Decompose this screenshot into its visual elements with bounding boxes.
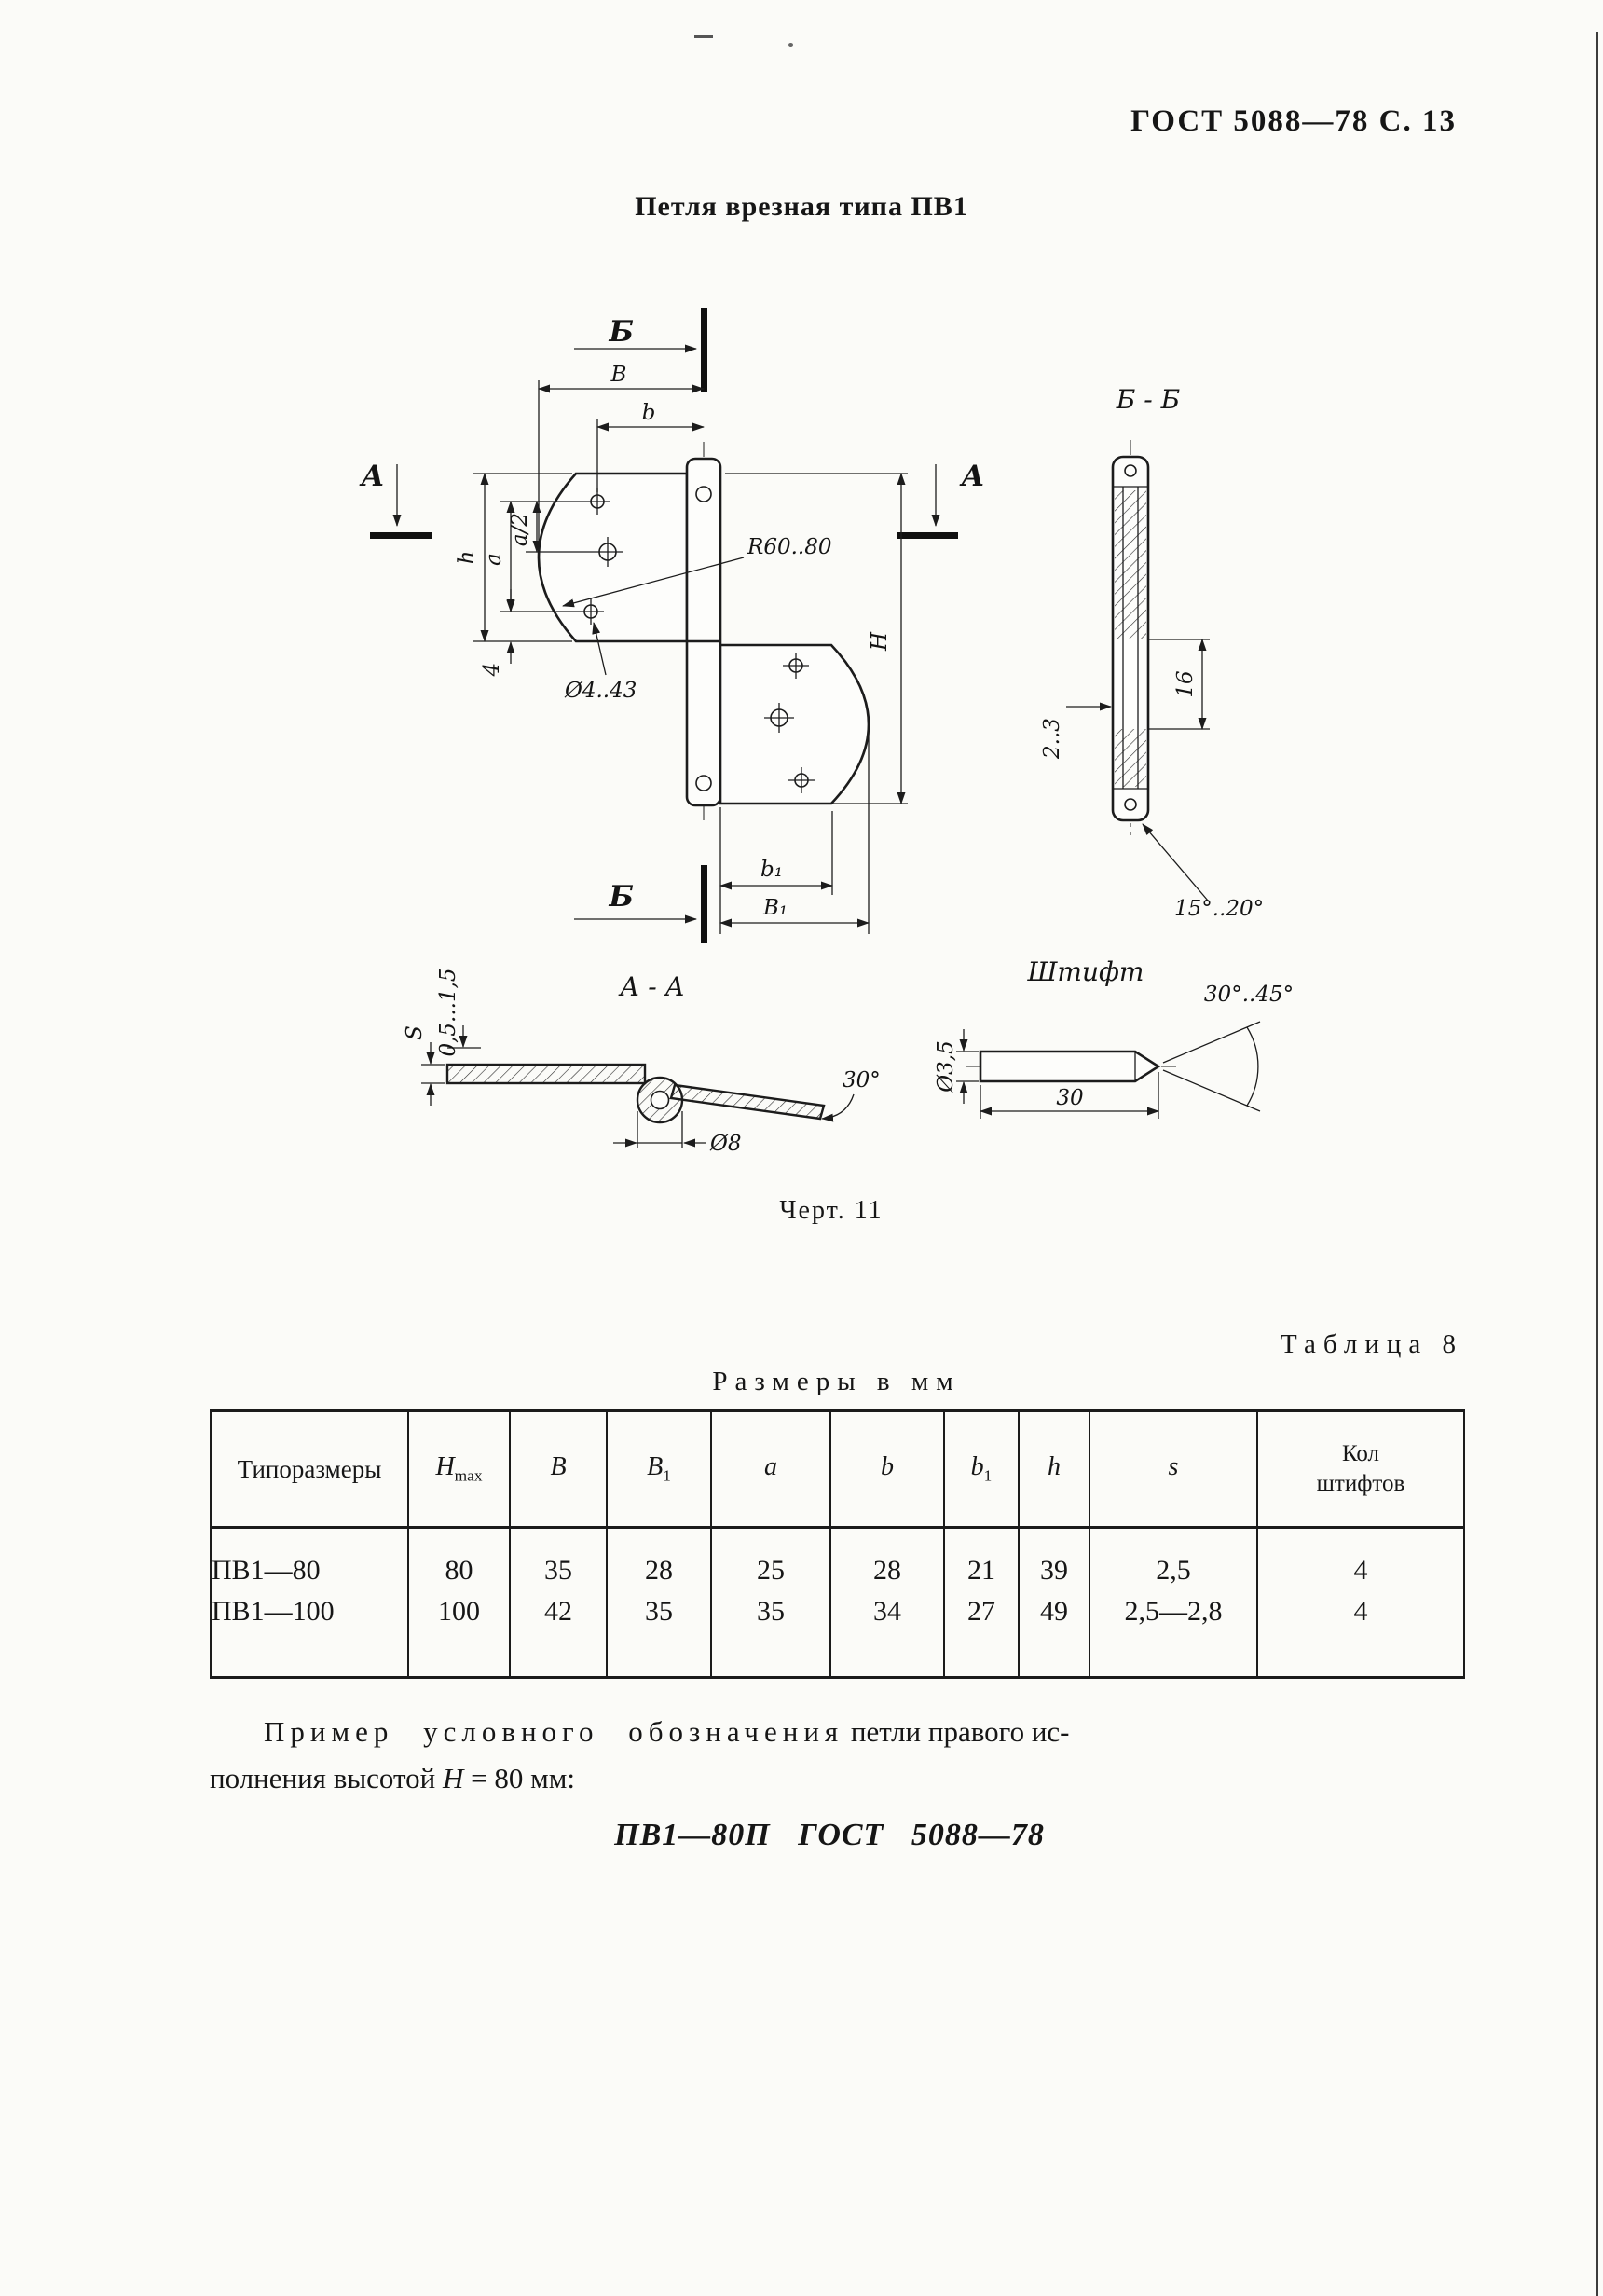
example-line2-post: = 80 мм: <box>463 1762 575 1794</box>
main-view: Б А А В <box>359 308 985 943</box>
table-row: ПВ1—100 100 42 35 35 34 27 49 2,5—2,8 4 <box>211 1594 1464 1678</box>
section-letter-b-top: Б <box>609 315 635 349</box>
table-cell: 2,5—2,8 <box>1089 1594 1257 1678</box>
table-label: Таблица 8 <box>1280 1329 1463 1359</box>
col-header-hmax: Нmax <box>407 1410 510 1529</box>
dim-B-label: В <box>610 363 627 387</box>
dim-a-half-label: а/2 <box>508 513 532 546</box>
table-cell: 2,5 <box>1089 1527 1257 1594</box>
col-header-B1: В1 <box>606 1410 711 1529</box>
example-paragraph: Пример условного обозначения петли право… <box>210 1709 1449 1802</box>
section-mark-b-bottom <box>701 865 707 943</box>
dim-pin-angle-label: 30°..45° <box>1204 983 1294 1007</box>
section-mark-a-right <box>897 532 958 539</box>
col-header-pins: Кол штифтов <box>1256 1410 1464 1529</box>
table-cell: 28 <box>606 1527 711 1594</box>
table-cell: ПВ1—100 <box>212 1596 335 1627</box>
table-cell: 39 <box>1018 1527 1089 1594</box>
pin-body <box>979 1050 1161 1083</box>
section-mark-a-left <box>370 532 432 539</box>
dim-16-label: 16 <box>1173 670 1198 697</box>
table-cell: 34 <box>829 1594 944 1678</box>
table-cell: 80 <box>407 1527 510 1594</box>
section-letter-a-right: А <box>959 460 984 493</box>
hinge-barrel <box>685 457 722 807</box>
pin-hole-bottom <box>695 775 712 791</box>
scan-artifact <box>788 43 793 47</box>
example-rest: петли правого ис- <box>843 1715 1070 1748</box>
dim-H-label: Н <box>868 631 892 652</box>
dim-gap-label: 0,5...1,5 <box>436 968 460 1056</box>
dim-a-label: а <box>482 553 506 566</box>
aa-left-leaf <box>445 1063 647 1085</box>
table-cell: 4 <box>1256 1527 1464 1594</box>
col-header-typos: Типоразмеры <box>211 1410 408 1529</box>
table-row: ПВ1—80 80 35 28 25 28 21 39 2,5 4 <box>211 1527 1464 1594</box>
section-letter-b-bottom: Б <box>609 880 635 914</box>
col-header-b1: b1 <box>943 1410 1019 1529</box>
table-header-row: Типоразмеры Нmax В В1 а b b1 h s Кол шти… <box>211 1410 1464 1529</box>
dim-four-label: 4 <box>480 663 504 678</box>
col-header-b: b <box>829 1410 944 1529</box>
dim-b1-label: b₁ <box>760 858 783 882</box>
example-line2-pre: полнения высотой <box>210 1762 443 1794</box>
pin-title: Штифт <box>1026 956 1144 987</box>
dim-d8-label: Ø8 <box>709 1132 742 1156</box>
view-bb-label: Б - Б <box>1116 384 1180 415</box>
figure-caption: Черт. 11 <box>779 1196 884 1225</box>
section-letter-a-left: А <box>359 460 384 493</box>
table-cell: 42 <box>509 1594 607 1678</box>
scan-artifact <box>694 35 713 38</box>
dim-pin-d-label: Ø3,5 <box>934 1040 958 1093</box>
table-cell: 35 <box>606 1594 711 1678</box>
table-cell: 100 <box>407 1594 510 1678</box>
example-line-1: Пример условного обозначения петли право… <box>210 1709 1449 1755</box>
dim-2-3-label: 2..3 <box>1040 718 1064 760</box>
example-line-2: полнения высотой Н = 80 мм: <box>210 1755 1449 1802</box>
col-header-B: В <box>509 1410 607 1529</box>
dim-angle-bb-label: 15°..20° <box>1174 897 1264 921</box>
dim-radius-label: R60..80 <box>747 535 831 559</box>
table-cell: 49 <box>1018 1594 1089 1678</box>
dim-pin-len-label: 30 <box>1056 1086 1083 1110</box>
dim-B1-label: В₁ <box>762 896 788 920</box>
section-bb-view: Б - Б 16 2..3 15°..20° <box>1040 384 1264 921</box>
col-header-s: s <box>1089 1410 1257 1529</box>
page-title: Петля врезная типа ПВ1 <box>635 191 968 222</box>
table-cell: 21 <box>943 1527 1019 1594</box>
table-cell: 25 <box>710 1527 830 1594</box>
dim-30deg-label: 30° <box>843 1068 881 1093</box>
example-variable-H: Н <box>442 1762 464 1794</box>
dim-b-label: b <box>642 401 656 425</box>
aa-right-leaf <box>669 1083 826 1121</box>
section-aa-view: А - А 30° S 0,5...1,5 Ø8 <box>403 968 881 1156</box>
dimensions-table: Типоразмеры Нmax В В1 а b b1 h s Кол шти… <box>210 1409 1465 1679</box>
aa-pin-bore <box>650 1090 670 1110</box>
table-cell: 35 <box>509 1527 607 1594</box>
pin-view: Штифт 30°..45° Ø3,5 30 <box>934 956 1294 1119</box>
col-header-a: а <box>710 1410 830 1529</box>
designation-example: ПВ1—80П ГОСТ 5088—78 <box>614 1818 1045 1852</box>
dim-hole-label: Ø4..43 <box>564 679 637 703</box>
table-cell: 27 <box>943 1594 1019 1678</box>
table-cell: 35 <box>710 1594 830 1678</box>
table-cell: ПВ1—80 <box>212 1555 321 1586</box>
bb-pin-hole-top <box>1124 464 1137 477</box>
units-label: Размеры в мм <box>712 1367 961 1396</box>
section-mark-b-top <box>701 308 707 392</box>
table-cell: 28 <box>829 1527 944 1594</box>
pin-hole-top <box>695 486 712 502</box>
col-header-h: h <box>1018 1410 1089 1529</box>
bb-pin-hole-bottom <box>1124 798 1137 811</box>
view-aa-label: А - А <box>618 971 685 1002</box>
technical-drawing: Б А А В <box>359 308 1294 1156</box>
dim-S-label: S <box>403 1025 427 1040</box>
table-cell: 4 <box>1256 1594 1464 1678</box>
scan-edge-artifact <box>1596 32 1598 2296</box>
dim-h-label: h <box>455 551 479 565</box>
page-header: ГОСТ 5088—78 С. 13 <box>1130 104 1457 138</box>
example-emphasis: Пример условного обозначения <box>264 1715 844 1748</box>
